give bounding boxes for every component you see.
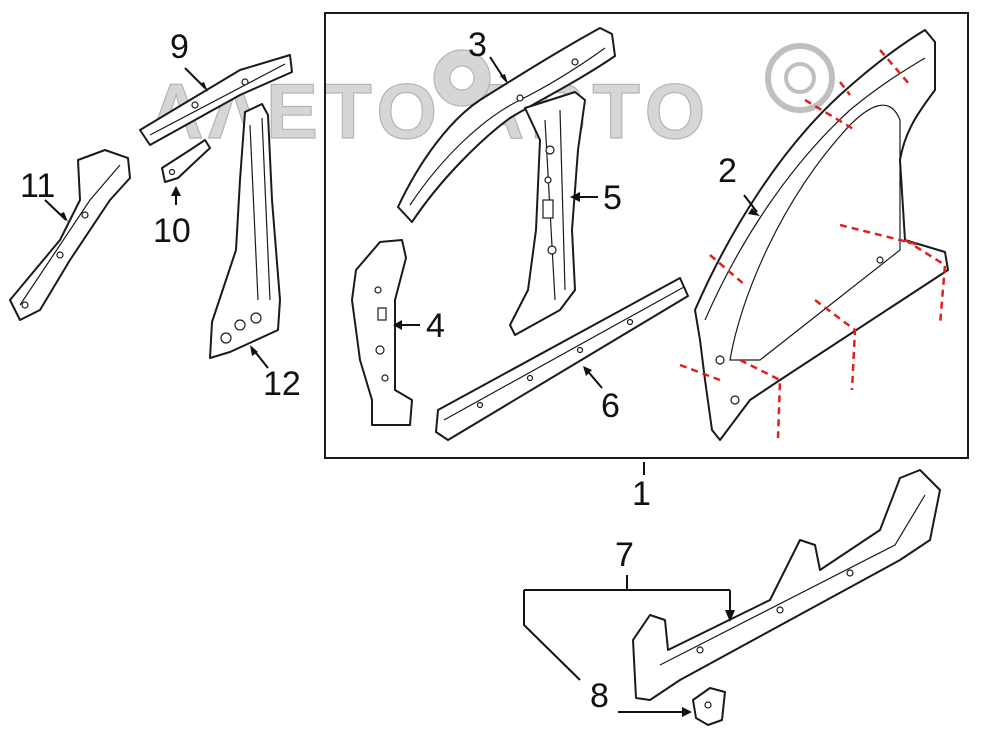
part-pillar-lower-inner bbox=[209, 103, 281, 359]
callout-4: 4 bbox=[426, 307, 445, 345]
callout-7: 7 bbox=[615, 536, 634, 574]
callout-10: 10 bbox=[153, 212, 191, 250]
gear-icon bbox=[433, 49, 491, 107]
assembly-frame bbox=[324, 12, 969, 459]
callout-1: 1 bbox=[632, 475, 651, 513]
part-side-sill-outer bbox=[632, 469, 941, 701]
part-b-pillar-inner bbox=[509, 91, 586, 336]
callout-3: 3 bbox=[468, 26, 487, 64]
callout-2: 2 bbox=[718, 152, 737, 190]
callout-5: 5 bbox=[603, 179, 622, 217]
wheel-icon bbox=[765, 43, 835, 113]
cut-lines bbox=[679, 49, 947, 439]
part-body-side-outer bbox=[694, 29, 949, 441]
part-a-pillar-lower bbox=[9, 149, 131, 321]
part-sill-inner bbox=[435, 277, 689, 441]
leader-lines bbox=[44, 56, 758, 713]
part-roof-rail bbox=[397, 27, 616, 223]
callout-6: 6 bbox=[601, 387, 620, 425]
part-pillar-reinforcement bbox=[351, 239, 413, 426]
leader-arrowheads bbox=[60, 74, 760, 717]
part-sill-bracket bbox=[692, 687, 726, 726]
callout-12: 12 bbox=[263, 365, 301, 403]
callout-11: 11 bbox=[20, 167, 55, 205]
part-small-bracket bbox=[161, 139, 211, 183]
part-upper-bracket bbox=[139, 54, 293, 146]
callout-labels: 1 2 3 4 5 6 7 8 9 10 11 12 bbox=[20, 26, 737, 715]
callout-9: 9 bbox=[170, 28, 189, 66]
callout-8: 8 bbox=[590, 677, 609, 715]
